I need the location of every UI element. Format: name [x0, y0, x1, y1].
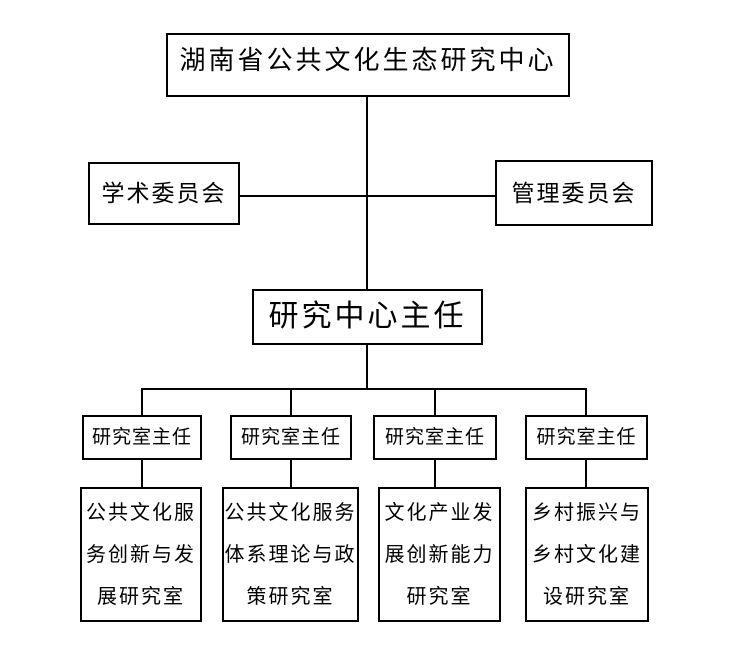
academic-committee-box: 学术委员会	[88, 162, 240, 225]
director-box: 研究中心主任	[252, 289, 483, 345]
office-name-line: 研究室	[406, 585, 473, 608]
office-head-label-3: 研究室主任	[384, 427, 485, 448]
root-box: 湖南省公共文化生态研究中心	[166, 33, 570, 97]
office-name-line: 公共文化服务	[224, 501, 357, 524]
office-name-line: 展研究室	[97, 585, 185, 608]
office-name-line: 设研究室	[543, 585, 631, 608]
connector-root-to-director	[366, 97, 368, 289]
office-name-box-1: 公共文化服 务创新与发 展研究室	[80, 487, 202, 622]
connector-bus-drop-3	[434, 388, 436, 415]
office-name-line: 乡村振兴与	[532, 501, 642, 524]
office-name-line: 乡村文化建	[532, 543, 642, 566]
connector-head-to-office-4	[585, 460, 587, 487]
office-name-line: 公共文化服	[86, 501, 196, 524]
connector-head-to-office-3	[434, 460, 436, 487]
office-head-box-1: 研究室主任	[82, 415, 202, 460]
office-name-line: 务创新与发	[86, 543, 196, 566]
connector-bus-drop-1	[141, 388, 143, 415]
academic-committee-label: 学术委员会	[101, 181, 227, 206]
director-label: 研究中心主任	[268, 300, 467, 333]
office-head-label-4: 研究室主任	[536, 427, 637, 448]
office-head-box-2: 研究室主任	[230, 415, 352, 460]
office-head-label-1: 研究室主任	[91, 427, 192, 448]
office-name-line: 展创新能力	[384, 543, 495, 566]
management-committee-label: 管理委员会	[511, 180, 637, 206]
office-head-box-3: 研究室主任	[373, 415, 497, 460]
root-label: 湖南省公共文化生态研究中心	[179, 46, 557, 75]
connector-bus-drop-2	[290, 388, 292, 415]
office-name-box-4: 乡村振兴与 乡村文化建 设研究室	[525, 487, 649, 622]
management-committee-box: 管理委员会	[495, 160, 653, 226]
office-head-box-4: 研究室主任	[525, 415, 648, 460]
office-name-box-2: 公共文化服务 体系理论与政 策研究室	[222, 487, 359, 622]
connector-head-to-office-2	[290, 460, 292, 487]
office-name-line: 策研究室	[246, 585, 335, 608]
office-name-line: 文化产业发	[384, 501, 495, 524]
connector-bus	[141, 388, 587, 390]
office-name-line: 体系理论与政	[224, 543, 357, 566]
office-name-box-3: 文化产业发 展创新能力 研究室	[378, 487, 501, 622]
connector-head-to-office-1	[141, 460, 143, 487]
connector-committees	[240, 195, 495, 197]
office-head-label-2: 研究室主任	[240, 427, 341, 448]
connector-director-to-bus	[366, 343, 368, 388]
connector-bus-drop-4	[585, 388, 587, 415]
